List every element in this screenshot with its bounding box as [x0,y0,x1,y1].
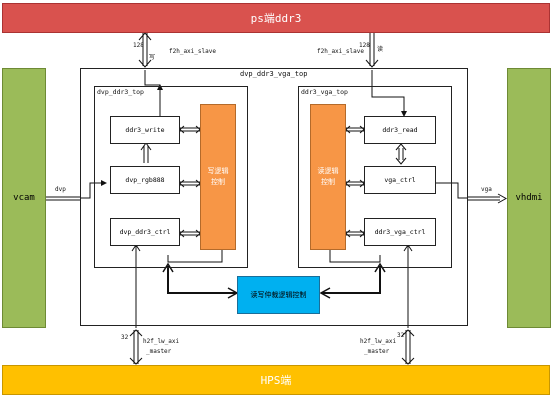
right-hps-bits: 32 [397,332,405,339]
vhdmi-block: vhdmi [507,68,551,328]
ddr3-read-label: ddr3_read [382,126,418,134]
left-ctl-arrows [179,125,201,238]
hps-right-bus [401,329,415,365]
rw-control-label: 读写仲裁逻辑控制 [250,291,307,299]
dvp-rgb888-label: dvp_rgb888 [125,176,165,184]
hps-label: HPS端 [260,374,292,387]
vga-ctrl-block: vga_ctrl [364,166,436,194]
dvp-input-wire [46,180,107,201]
right-module-frame [298,86,452,268]
vga-output-wire [436,182,508,204]
vga-label: vga [481,186,492,193]
ps-ddr3-block: ps端ddr3 [2,3,550,33]
read-bus-label: f2h_axi_slave [317,48,364,55]
hps-left-bus [129,329,143,365]
arbitration-wires [162,250,386,299]
read-vga-arrow [395,143,407,165]
read-char-label: 读 [377,46,384,53]
read-down-wire [371,70,407,117]
right-hps-bus-2: _master [364,348,390,355]
write-ctl-line1: 写逻辑 [207,167,229,175]
write-ctl-line2: 控制 [211,178,225,186]
left-hps-bus-2: _master [146,348,172,355]
left-hps-bits: 32 [121,334,129,341]
ddr3-vga-ctrl-block: ddr3_vga_ctrl [364,218,436,246]
dvp-rgb888-block: dvp_rgb888 [110,166,180,194]
vcam-label: vcam [13,193,35,203]
left-module-label: dvp_ddr3_top [97,88,144,96]
left-module-frame [94,86,248,268]
ps-label: ps端ddr3 [250,12,302,25]
read-ctl-line1: 读逻辑 [317,167,339,175]
read-ctl-line2: 控制 [321,178,335,186]
vga-ctrl-label: vga_ctrl [384,176,416,184]
write-bus-label: f2h_axi_slave [169,48,216,55]
dvp-ddr3-ctrl-label: dvp_ddr3_ctrl [119,228,171,236]
ddr3-vga-ctrl-label: ddr3_vga_ctrl [374,228,426,236]
write-bits-label: 128 [133,42,144,49]
hps-block: HPS端 [2,365,550,395]
left-hps-bus-1: h2f_lw_axi [143,338,180,345]
ddr3-write-label: ddr3_write [125,126,165,134]
vcam-block: vcam [2,68,46,328]
ddr3-write-block: ddr3_write [110,116,180,144]
write-char-label: 写 [149,54,156,61]
top-module-frame [80,68,468,326]
ddr3-read-block: ddr3_read [364,116,436,144]
right-module-label: ddr3_vga_top [301,88,348,96]
dvp-ddr3-ctrl-block: dvp_ddr3_ctrl [110,218,180,246]
dvp-label: dvp [55,186,66,193]
right-hps-bus-1: h2f_lw_axi [360,338,397,345]
rw-arbitration-control: 读写仲裁逻辑控制 [237,276,320,314]
write-logic-control: 写逻辑控制 [200,104,236,250]
ps-write-bus [138,32,152,68]
ps-read-bus [365,33,379,68]
read-bits-label: 128 [359,42,370,49]
vhdmi-label: vhdmi [515,193,543,203]
read-logic-control: 读逻辑控制 [310,104,346,250]
top-module-label: dvp_ddr3_vga_top [240,70,308,78]
